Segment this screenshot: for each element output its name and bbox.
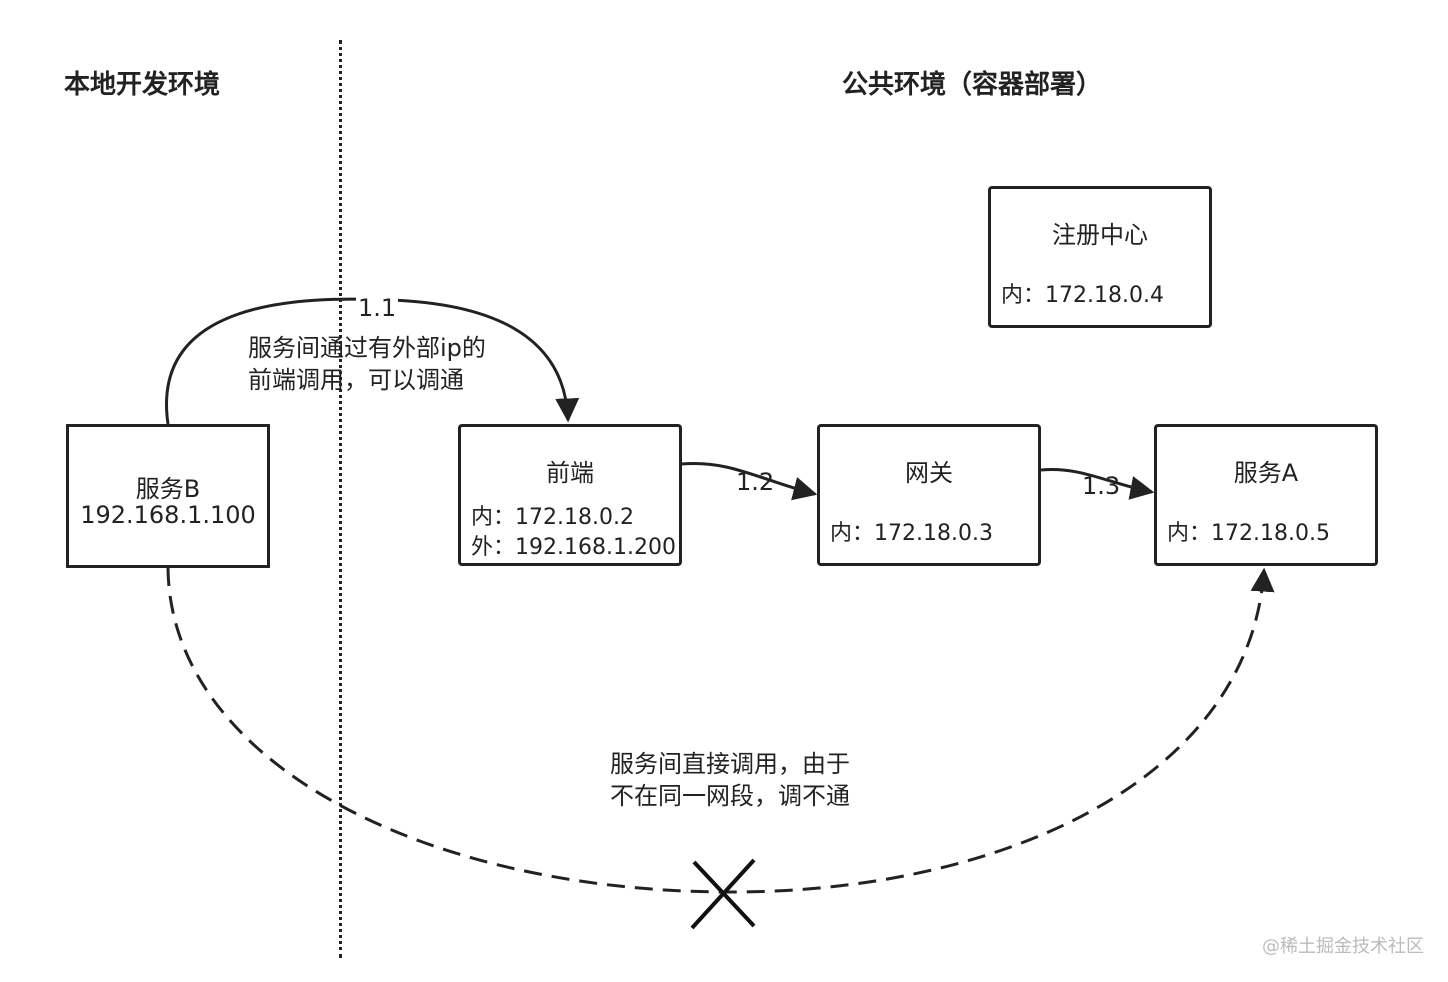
note-direct-call: 服务间直接调用，由于不在同一网段，调不通: [610, 750, 850, 810]
node-outer-ip: 外：192.168.1.200: [471, 535, 676, 560]
edge-serviceB-serviceA-failed: [166, 567, 1275, 894]
node-serviceB: 服务B 192.168.1.100: [66, 424, 270, 568]
node-inner-ip: 内：172.18.0.4: [1001, 283, 1164, 308]
node-name: 服务A: [1233, 459, 1299, 487]
watermark: @稀土掘金技术社区: [1262, 936, 1424, 957]
node-serviceA: 服务A 内：172.18.0.5: [1154, 424, 1378, 566]
local-env-heading: 本地开发环境: [64, 70, 221, 100]
node-inner-ip: 内：172.18.0.2: [471, 505, 634, 530]
node-gateway: 网关 内：172.18.0.3: [817, 424, 1041, 566]
node-ip: 192.168.1.100: [80, 501, 256, 529]
note-via-frontend: 服务间通过有外部ip的前端调用，可以调通: [248, 334, 486, 394]
environment-divider: [339, 40, 342, 958]
node-inner-ip: 内：172.18.0.3: [830, 521, 993, 546]
public-env-heading: 公共环境（容器部署）: [842, 70, 1103, 100]
edge-label-1-1: 1.1: [356, 294, 399, 322]
node-inner-ip: 内：172.18.0.5: [1167, 521, 1330, 546]
edge-gateway-serviceA: [1040, 467, 1155, 500]
edge-frontend-gateway: [681, 461, 818, 501]
edge-label-1-2: 1.2: [736, 468, 775, 496]
node-name: 网关: [905, 459, 953, 487]
blocked-x-icon: [690, 858, 756, 930]
node-name: 前端: [546, 459, 594, 487]
node-name: 注册中心: [1052, 221, 1148, 249]
node-frontend: 前端 内：172.18.0.2 外：192.168.1.200: [458, 424, 682, 566]
node-registry: 注册中心 内：172.18.0.4: [988, 186, 1212, 328]
node-name: 服务B: [135, 475, 201, 503]
edge-label-1-3: 1.3: [1082, 472, 1121, 500]
